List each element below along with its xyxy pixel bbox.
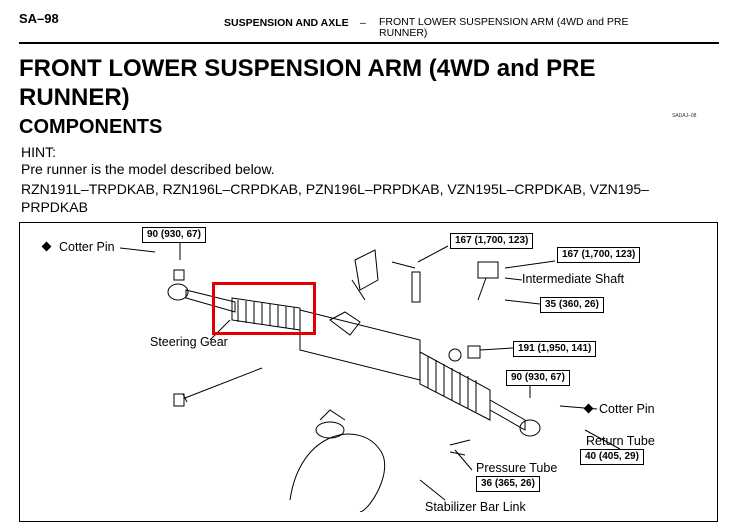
torque-spec: 90 (930, 67) <box>506 370 570 386</box>
header-separator: – <box>360 17 366 29</box>
hint-text: Pre runner is the model described below. <box>21 161 275 177</box>
label-intermediate-shaft: Intermediate Shaft <box>522 272 625 286</box>
hint-label: HINT: <box>21 144 56 160</box>
torque-spec: 35 (360, 26) <box>540 297 604 313</box>
section-name: SUSPENSION AND AXLE <box>224 17 349 29</box>
label-pressure-tube: Pressure Tube <box>476 461 558 475</box>
section-subtitle: COMPONENTS <box>19 116 163 138</box>
page-title: FRONT LOWER SUSPENSION ARM (4WD and PRE … <box>19 55 596 111</box>
figure-code: SADAJ–08 <box>672 113 697 119</box>
torque-spec: 167 (1,700, 123) <box>557 247 641 263</box>
model-list: RZN191L–TRPDKAB, RZN196L–CRPDKAB, PZN196… <box>21 181 649 215</box>
torque-spec: 191 (1,950, 141) <box>513 341 597 357</box>
label-return-tube: Return Tube <box>586 434 655 448</box>
page-code: SA–98 <box>19 11 59 26</box>
torque-spec: 90 (930, 67) <box>142 227 206 243</box>
label-cotter-pin-right: Cotter Pin <box>599 402 655 416</box>
torque-spec: 40 (405, 29) <box>580 449 644 465</box>
torque-spec: 36 (365, 26) <box>476 476 540 492</box>
label-stabilizer-bar-link: Stabilizer Bar Link <box>425 500 526 514</box>
label-steering-gear: Steering Gear <box>150 335 228 349</box>
highlight-box <box>212 282 316 335</box>
label-cotter-pin-left: Cotter Pin <box>59 240 115 254</box>
header-rule <box>19 42 719 44</box>
header-section-title: FRONT LOWER SUSPENSION ARM (4WD and PRE … <box>379 16 629 39</box>
torque-spec: 167 (1,700, 123) <box>450 233 534 249</box>
